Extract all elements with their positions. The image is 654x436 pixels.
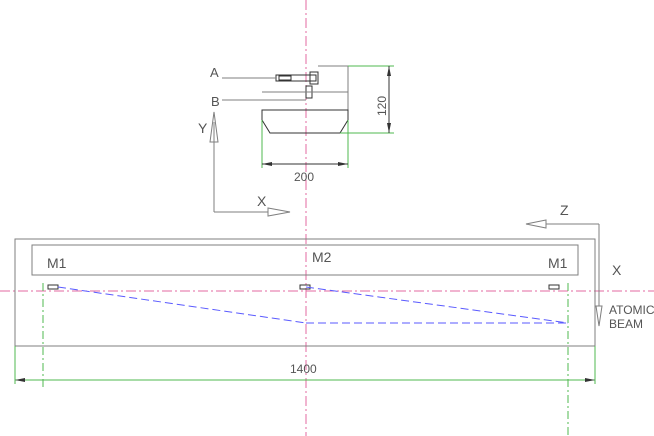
label-a: A (210, 65, 219, 80)
mirror-m2 (299, 284, 311, 290)
label-b: B (211, 94, 220, 109)
dim-200-arrow-right (338, 162, 348, 166)
zx-axis-indicator (525, 219, 603, 327)
label-m1-right: M1 (548, 255, 568, 271)
dim-1400-arrow-left (15, 378, 25, 382)
rail-a-inner (278, 75, 292, 81)
label-atomic: ATOMIC (609, 303, 654, 317)
label-dim-120: 120 (375, 96, 389, 116)
z-axis-arrow (525, 219, 547, 229)
label-beam: BEAM (609, 317, 643, 331)
beam-path-right (305, 286, 569, 324)
label-axis-y: Y (198, 120, 208, 136)
beam-arrow (595, 305, 603, 327)
label-dim-1400: 1400 (290, 362, 317, 376)
carriage-top-outline (318, 65, 349, 110)
inner-panel (31, 244, 579, 276)
xy-axis-indicator (209, 111, 291, 217)
rail-a-block (309, 71, 319, 85)
mirror-m1-left (47, 284, 59, 290)
label-axis-z: Z (560, 202, 569, 218)
lower-assembly (14, 238, 596, 436)
label-axis-x-right: X (612, 262, 622, 278)
dim-200-arrow-left (262, 162, 272, 166)
dim-120-arrow-bottom (387, 123, 391, 133)
outer-frame (14, 238, 596, 347)
label-m1-left: M1 (47, 255, 67, 271)
carriage-base (261, 109, 349, 134)
x-axis-arrow (267, 207, 291, 217)
label-dim-200: 200 (294, 170, 314, 184)
dim-1400-arrow-right (585, 378, 595, 382)
label-axis-x-upper: X (257, 193, 267, 209)
label-m2: M2 (312, 249, 332, 265)
y-axis-arrow (209, 111, 219, 143)
mirror-m1-right (548, 284, 560, 290)
dim-120-arrow-top (387, 66, 391, 76)
beam-path-left (57, 286, 307, 324)
carriage-detail (222, 65, 394, 168)
